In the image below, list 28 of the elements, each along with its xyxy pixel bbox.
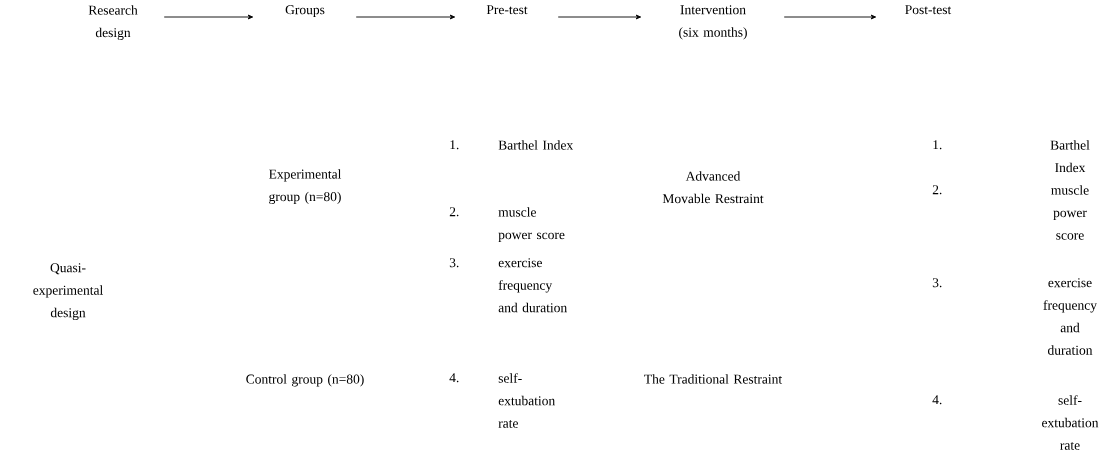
item-number: 1.	[933, 140, 942, 150]
design-label: Quasi-experimental design	[33, 263, 103, 321]
step-heading: Pre-test	[486, 5, 528, 15]
item-number: 2.	[449, 207, 459, 217]
item-number: 2.	[932, 185, 942, 195]
measure-text: exercise frequency and duration	[498, 258, 567, 313]
group-label: Control group (n=80)	[246, 374, 364, 387]
step-heading: Intervention (six months)	[679, 5, 747, 40]
step-heading: Groups	[285, 5, 325, 17]
arrow	[163, 14, 254, 20]
measure-text: Barthel Index	[498, 140, 573, 150]
measure-text: exercise frequency and duration	[1043, 278, 1097, 355]
measure-text: self-extubation rate	[498, 373, 555, 428]
measure-text: self-extubation rate	[1042, 395, 1099, 450]
intervention-label: Advanced Movable Restraint	[662, 171, 764, 204]
item-number: 1.	[450, 140, 459, 150]
item-number: 4.	[932, 395, 942, 405]
measure-text: muscle power score	[1051, 185, 1089, 240]
intervention-label: The Traditional Restraint	[644, 374, 783, 384]
arrow	[557, 14, 642, 20]
arrow	[355, 14, 456, 20]
step-heading: Post-test	[905, 5, 952, 15]
item-number: 4.	[449, 373, 459, 383]
step-heading: Research design	[88, 5, 138, 40]
arrow	[783, 14, 877, 20]
item-number: 3.	[449, 258, 459, 268]
group-label: Experimental group (n=80)	[269, 169, 342, 204]
item-number: 3.	[932, 278, 942, 288]
